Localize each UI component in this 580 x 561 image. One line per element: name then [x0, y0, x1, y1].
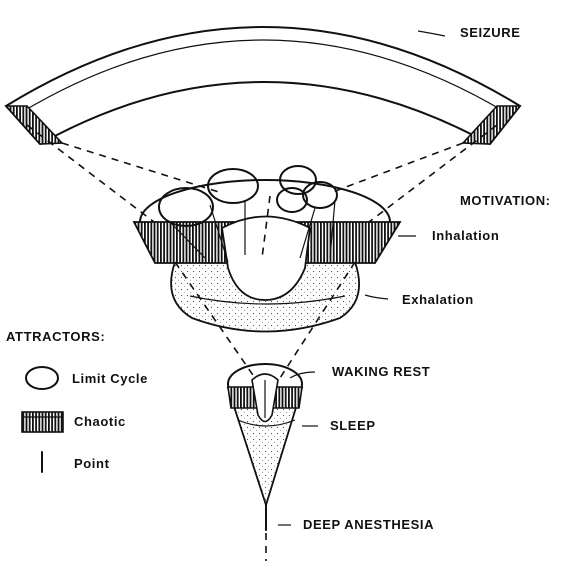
label-waking-rest: WAKING REST: [290, 364, 430, 379]
deep-anesthesia-label: DEEP ANESTHESIA: [303, 517, 434, 532]
limit-cycle-1: [159, 188, 213, 226]
exhalation-label: Exhalation: [402, 292, 474, 307]
limit-cycle-legend-icon: [26, 367, 58, 389]
legend-item-limit-cycle: Limit Cycle: [72, 371, 148, 386]
limit-cycle-2: [208, 169, 258, 203]
label-exhalation: Exhalation: [365, 292, 474, 307]
attractors-legend: ATTRACTORS: Limit Cycle Chaotic Point: [6, 329, 148, 472]
label-seizure: SEIZURE: [418, 25, 521, 40]
label-inhalation: Inhalation: [398, 228, 499, 243]
limit-cycle-4: [303, 182, 337, 208]
seizure-left-chaotic-block: [6, 106, 62, 144]
label-sleep: SLEEP: [302, 418, 376, 433]
inhalation-label: Inhalation: [432, 228, 499, 243]
legend-item-chaotic: Chaotic: [74, 414, 126, 429]
motivation-label: MOTIVATION:: [460, 193, 551, 208]
sleep-label: SLEEP: [330, 418, 376, 433]
waking-rest-label: WAKING REST: [332, 364, 430, 379]
label-deep-anesthesia: DEEP ANESTHESIA: [278, 517, 434, 532]
limit-cycle-5: [277, 188, 307, 212]
legend-item-point: Point: [74, 456, 110, 471]
seizure-right-chaotic-block: [463, 106, 520, 144]
motivation-cone: [134, 166, 400, 332]
seizure-projection-lines: [27, 125, 497, 225]
seizure-arc: [6, 27, 520, 144]
legend-title: ATTRACTORS:: [6, 329, 105, 344]
seizure-label: SEIZURE: [460, 25, 521, 40]
waking-rest-cone: [228, 364, 302, 505]
chaotic-legend-icon: [22, 412, 63, 432]
